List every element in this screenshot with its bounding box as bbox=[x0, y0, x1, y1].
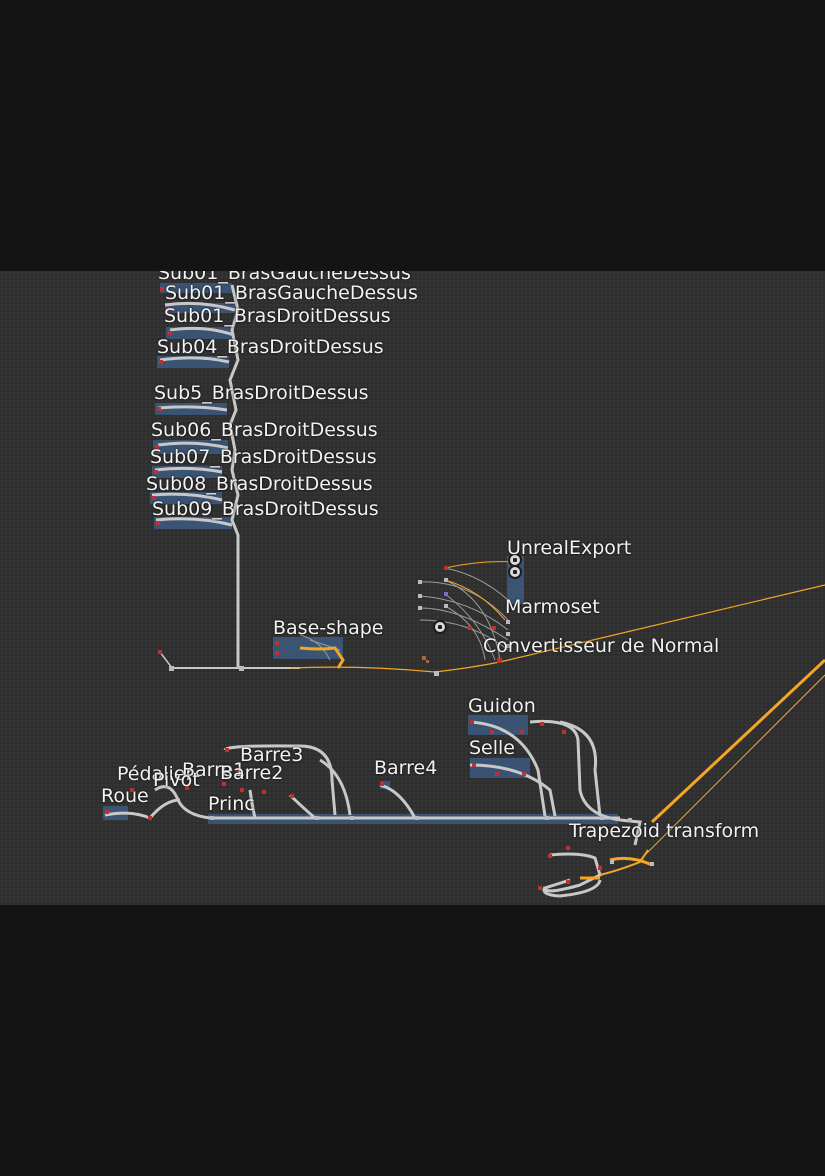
frame-title-base-shape[interactable]: Base-shape bbox=[273, 617, 384, 639]
frame-title-sub07-brasdroitdessus[interactable]: Sub07_BrasDroitDessus bbox=[150, 446, 377, 468]
node-graph-canvas[interactable]: Sub01_BrasGaucheDessus Sub01_BrasGaucheD… bbox=[0, 271, 825, 907]
frame-title-roue[interactable]: Roue bbox=[101, 785, 149, 807]
frame-title-pedalier[interactable]: Pédalier bbox=[117, 763, 194, 785]
frame-title-sub08-brasdroitdessus[interactable]: Sub08_BrasDroitDessus bbox=[146, 473, 373, 495]
frame-title-trapezoid-transform[interactable]: Trapezoid transform bbox=[569, 820, 760, 842]
links-grey bbox=[104, 284, 642, 898]
letterbox-top bbox=[0, 0, 825, 271]
frame-title-princ[interactable]: Princ bbox=[208, 793, 255, 815]
frame-title-guidon[interactable]: Guidon bbox=[468, 695, 536, 717]
frame-title-selle[interactable]: Selle bbox=[469, 737, 515, 759]
frame-title-barre3[interactable]: Barre3 bbox=[240, 744, 304, 766]
frame-title-sub09-brasdroitdessus[interactable]: Sub09_BrasDroitDessus bbox=[152, 498, 379, 520]
links-orange bbox=[289, 561, 825, 880]
frame-title-marmoset[interactable]: Marmoset bbox=[505, 596, 600, 618]
frame-title-sub01-brasdroitdessus[interactable]: Sub01_BrasDroitDessus bbox=[164, 305, 391, 327]
frame-title-barre4[interactable]: Barre4 bbox=[374, 757, 438, 779]
frame-title-sub06-brasdroitdessus[interactable]: Sub06_BrasDroitDessus bbox=[151, 419, 378, 441]
frame-title-barre2[interactable]: Barre2 bbox=[220, 762, 284, 784]
frame-title-barre1[interactable]: Barre1 bbox=[182, 759, 246, 781]
frame-title-sub5-brasdroitdessus[interactable]: Sub5_BrasDroitDessus bbox=[154, 382, 369, 404]
frame-title-unrealexport[interactable]: UnrealExport bbox=[507, 537, 632, 559]
frame-title-sub01-brasgauchedessus[interactable]: Sub01_BrasGaucheDessus bbox=[158, 271, 411, 284]
letterbox-bottom bbox=[0, 905, 825, 1176]
links-thin bbox=[299, 567, 509, 661]
export-node-icon[interactable] bbox=[508, 565, 522, 579]
frame-title-sub04-brasdroitdessus[interactable]: Sub04_BrasDroitDessus bbox=[157, 336, 384, 358]
export-node-icon[interactable] bbox=[433, 620, 447, 634]
frame-title-sub01-brasgauchedessus[interactable]: Sub01_BrasGaucheDessus bbox=[165, 282, 418, 304]
node-graph[interactable] bbox=[0, 271, 825, 905]
node-ports[interactable] bbox=[105, 287, 654, 890]
frame-title-pivot[interactable]: Pivot bbox=[153, 769, 200, 791]
frame-title-convertisseur-de-normal[interactable]: Convertisseur de Normal bbox=[483, 635, 720, 657]
